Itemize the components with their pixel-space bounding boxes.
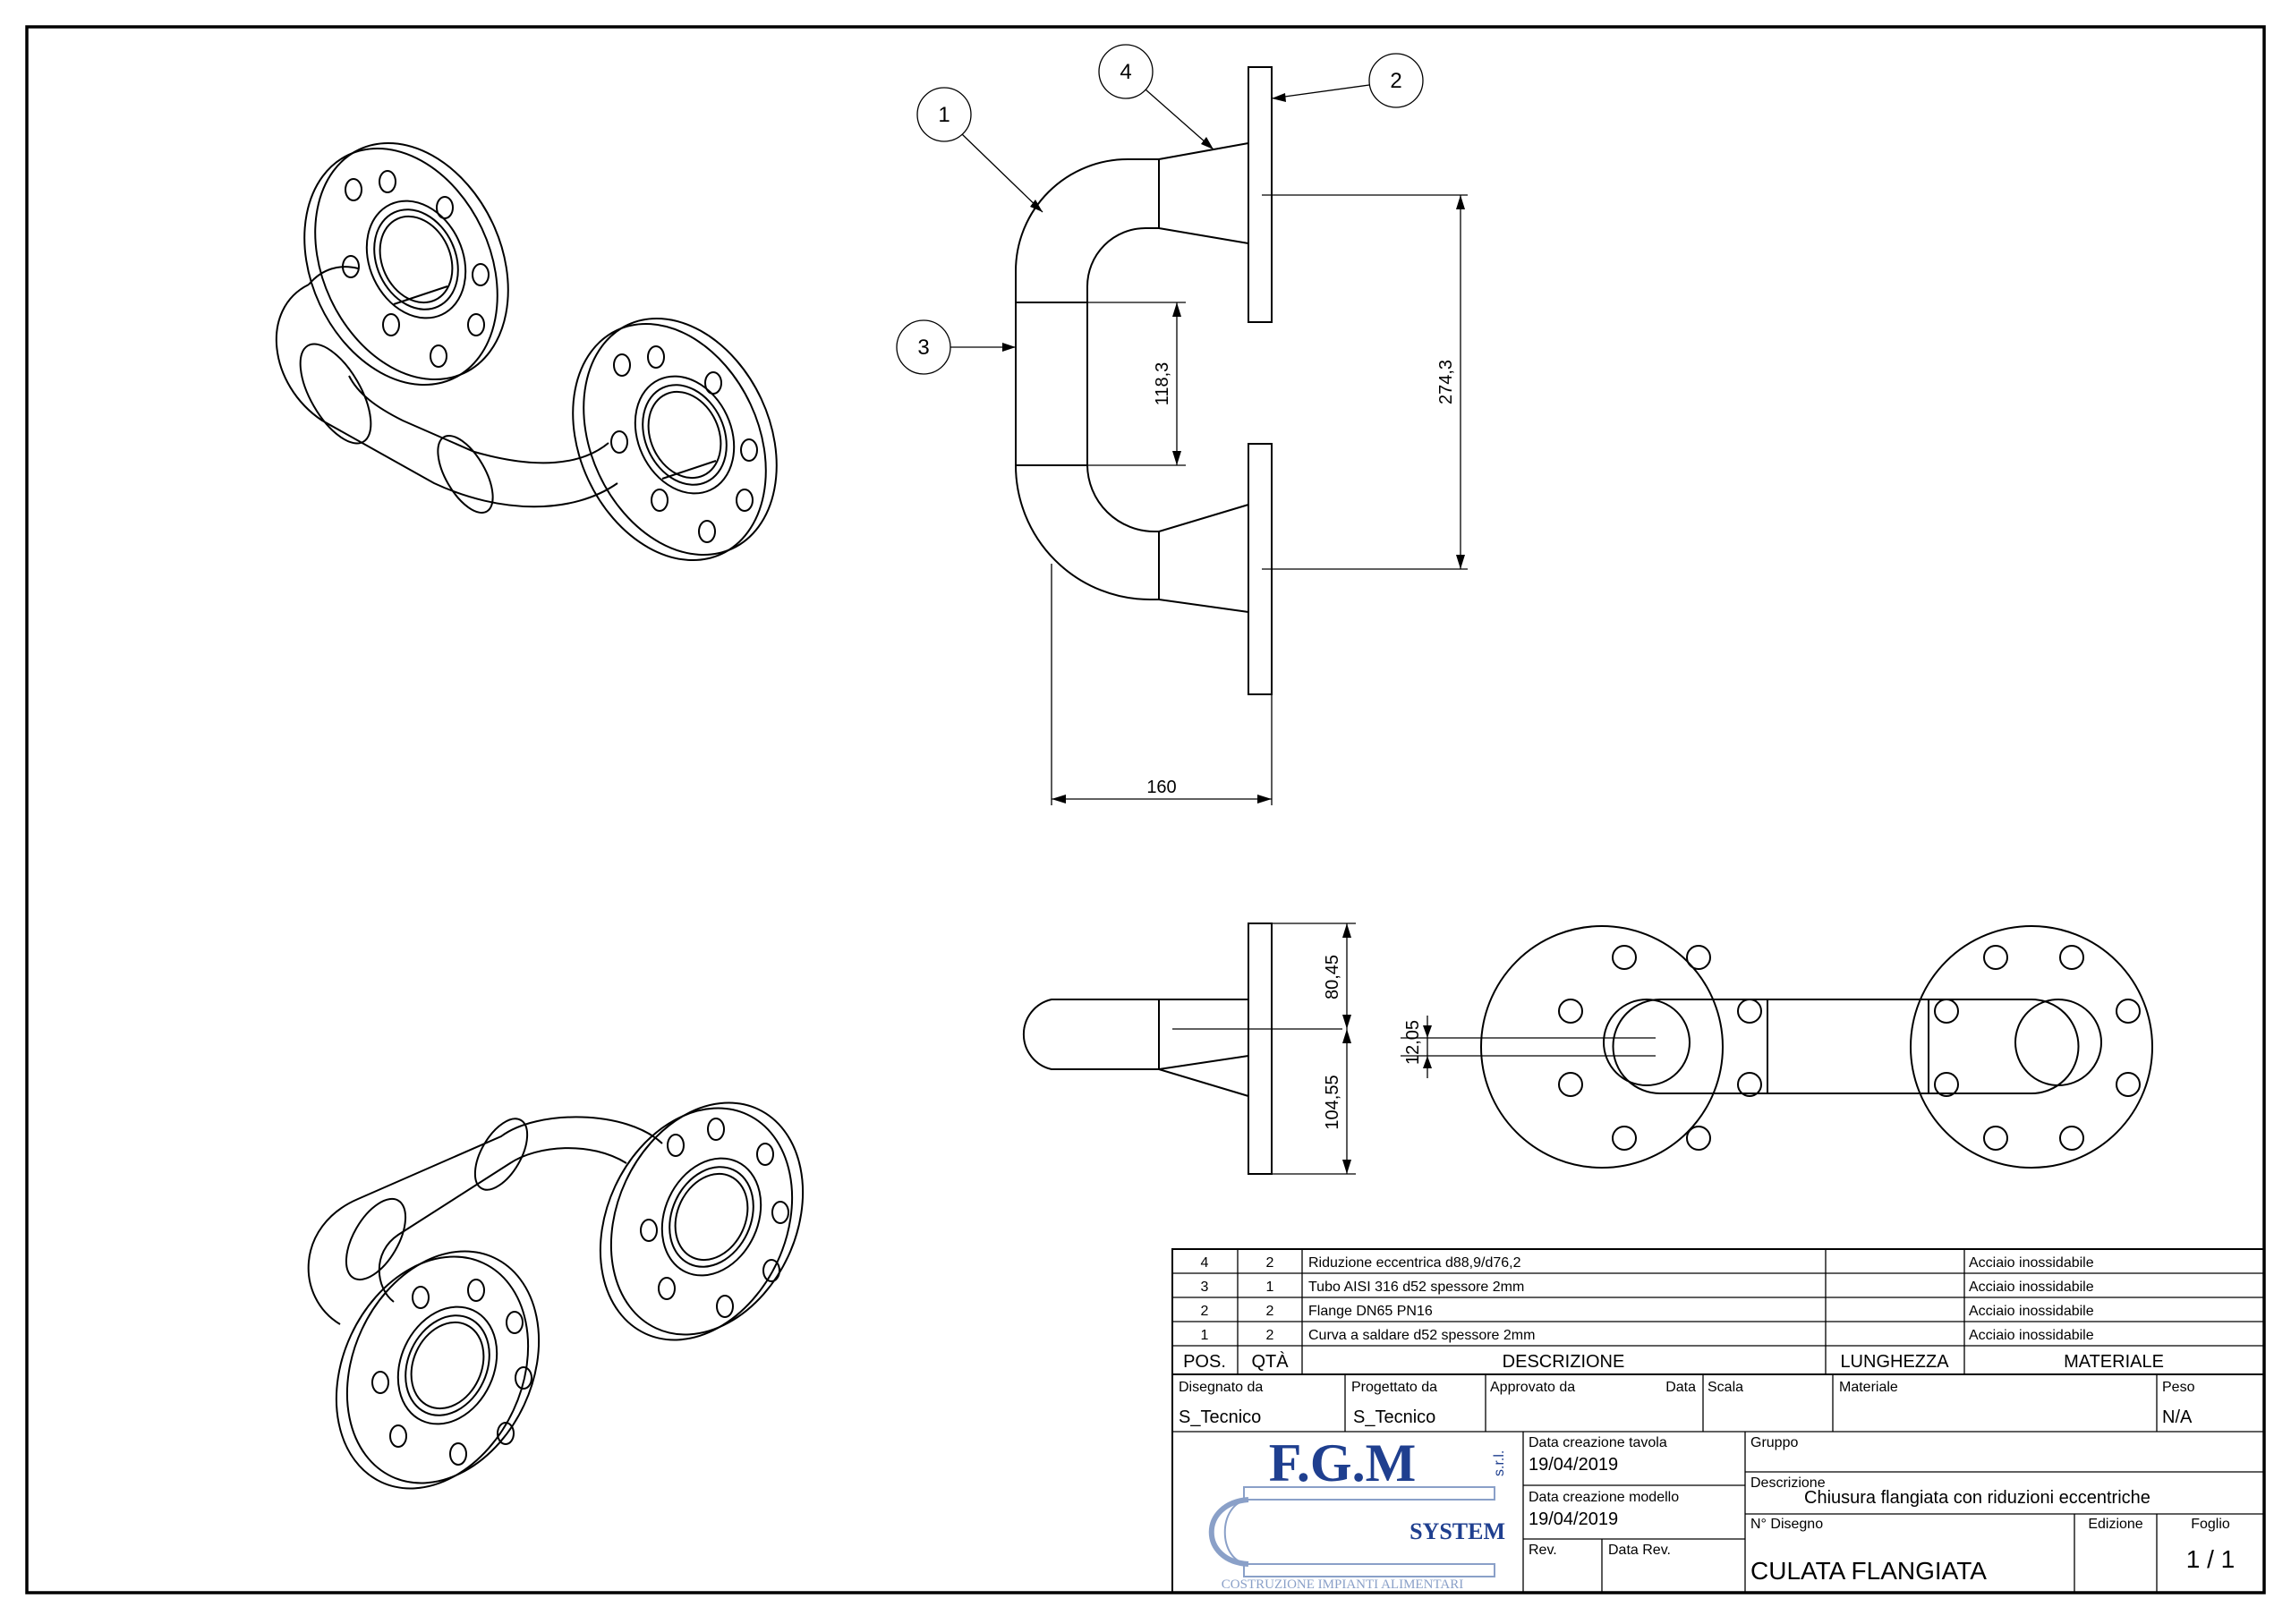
svg-text:Acciaio inossidabile: Acciaio inossidabile (1969, 1304, 2094, 1319)
dimension-104-55: 104,55 (1323, 1075, 1342, 1129)
bom-row: 1 2 Curva a saldare d52 spessore 2mm Acc… (1201, 1328, 2094, 1343)
svg-text:N/A: N/A (2162, 1407, 2193, 1427)
svg-text:LUNGHEZZA: LUNGHEZZA (1840, 1352, 1949, 1372)
svg-text:1: 1 (1201, 1328, 1209, 1343)
svg-text:1: 1 (1266, 1280, 1274, 1295)
svg-text:Riduzione eccentrica d88,9/d76: Riduzione eccentrica d88,9/d76,2 (1308, 1255, 1521, 1271)
svg-text:Acciaio inossidabile: Acciaio inossidabile (1969, 1280, 2094, 1295)
balloon-2: 2 (1271, 53, 1424, 108)
svg-text:Gruppo: Gruppo (1750, 1435, 1798, 1450)
title-block: Disegnato da S_Tecnico Progettato da S_T… (1171, 1373, 2265, 1594)
bom-header: POS. QTÀ DESCRIZIONE LUNGHEZZA MATERIALE (1183, 1351, 2164, 1372)
svg-text:Scala: Scala (1708, 1380, 1743, 1395)
front-view: 274,3 118,3 160 1 2 3 4 (896, 44, 1468, 805)
dimension-160: 160 (1146, 778, 1176, 797)
dimension-12-05: 12,05 (1403, 1020, 1423, 1065)
logo-suffix: s.r.l. (1492, 1450, 1507, 1476)
svg-text:Approvato da: Approvato da (1490, 1380, 1575, 1395)
svg-text:Tubo AISI 316 d52 spessore 2mm: Tubo AISI 316 d52 spessore 2mm (1308, 1280, 1524, 1295)
side-view: 80,45 104,55 (1022, 923, 1356, 1175)
sheet-border (25, 25, 2266, 1594)
svg-text:19/04/2019: 19/04/2019 (1529, 1455, 1618, 1475)
svg-text:Materiale: Materiale (1839, 1380, 1898, 1395)
svg-text:2: 2 (1266, 1255, 1274, 1271)
balloon-1: 1 (916, 87, 1043, 213)
svg-text:2: 2 (1390, 69, 1401, 93)
svg-text:3: 3 (917, 336, 929, 360)
svg-text:QTÀ: QTÀ (1251, 1351, 1289, 1372)
svg-text:Data creazione tavola: Data creazione tavola (1529, 1435, 1667, 1450)
svg-text:1 / 1: 1 / 1 (2186, 1545, 2235, 1573)
svg-text:Acciaio inossidabile: Acciaio inossidabile (1969, 1255, 2094, 1271)
svg-text:Data: Data (1665, 1380, 1696, 1395)
logo-name: F.G.M (1269, 1433, 1416, 1492)
svg-text:Disegnato da: Disegnato da (1179, 1380, 1263, 1395)
company-logo: F.G.M s.r.l. SYSTEM COSTRUZIONE IMPIANTI… (1208, 1433, 1507, 1592)
svg-text:19/04/2019: 19/04/2019 (1529, 1509, 1618, 1529)
svg-text:3: 3 (1201, 1280, 1209, 1295)
balloon-4: 4 (1098, 44, 1214, 150)
svg-text:Chiusura flangiata con riduzio: Chiusura flangiata con riduzioni eccentr… (1804, 1488, 2150, 1508)
bom-row: 3 1 Tubo AISI 316 d52 spessore 2mm Accia… (1201, 1280, 2094, 1295)
logo-system: SYSTEM (1410, 1518, 1505, 1544)
svg-text:MATERIALE: MATERIALE (2064, 1352, 2164, 1372)
svg-text:Curva a saldare d52 spessore 2: Curva a saldare d52 spessore 2mm (1308, 1328, 1535, 1343)
svg-text:Flange DN65 PN16: Flange DN65 PN16 (1308, 1304, 1433, 1319)
svg-text:2: 2 (1266, 1328, 1274, 1343)
logo-tagline: COSTRUZIONE IMPIANTI ALIMENTARI (1222, 1577, 1463, 1592)
svg-text:POS.: POS. (1183, 1352, 1226, 1372)
bom-row: 2 2 Flange DN65 PN16 Acciaio inossidabil… (1201, 1304, 2094, 1319)
bill-of-materials: 4 2 Riduzione eccentrica d88,9/d76,2 Acc… (1171, 1248, 2265, 1375)
svg-text:2: 2 (1266, 1304, 1274, 1319)
dimension-274-3: 274,3 (1436, 360, 1456, 404)
svg-text:N° Disegno: N° Disegno (1750, 1517, 1823, 1532)
svg-text:DESCRIZIONE: DESCRIZIONE (1503, 1352, 1625, 1372)
svg-text:Edizione: Edizione (2088, 1517, 2142, 1532)
isometric-view-bottom (307, 1101, 805, 1490)
balloon-3: 3 (896, 319, 1016, 375)
svg-text:CULATA FLANGIATA: CULATA FLANGIATA (1750, 1557, 1987, 1585)
svg-text:Descrizione: Descrizione (1750, 1475, 1826, 1491)
svg-text:1: 1 (938, 103, 950, 127)
svg-text:Acciaio inossidabile: Acciaio inossidabile (1969, 1328, 2094, 1343)
dimension-118-3: 118,3 (1153, 362, 1172, 406)
svg-text:Progettato da: Progettato da (1351, 1380, 1437, 1395)
svg-text:Peso: Peso (2162, 1380, 2195, 1395)
svg-text:Data Rev.: Data Rev. (1608, 1543, 1671, 1558)
svg-text:Data creazione modello: Data creazione modello (1529, 1490, 1679, 1505)
svg-text:Rev.: Rev. (1529, 1543, 1557, 1558)
top-view: 12,05 (1401, 925, 2153, 1169)
isometric-view-top (275, 141, 778, 562)
svg-text:2: 2 (1201, 1304, 1209, 1319)
bom-row: 4 2 Riduzione eccentrica d88,9/d76,2 Acc… (1201, 1255, 2094, 1271)
svg-text:4: 4 (1201, 1255, 1209, 1271)
svg-text:4: 4 (1120, 60, 1131, 84)
svg-text:Foglio: Foglio (2191, 1517, 2230, 1532)
svg-text:S_Tecnico: S_Tecnico (1353, 1407, 1435, 1427)
svg-text:S_Tecnico: S_Tecnico (1179, 1407, 1261, 1427)
dimension-80-45: 80,45 (1323, 955, 1342, 999)
